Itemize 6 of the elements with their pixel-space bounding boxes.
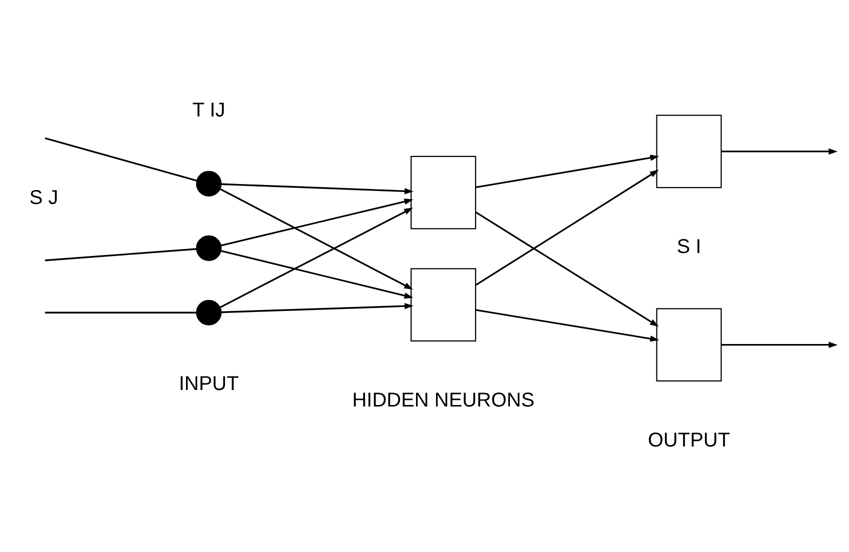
label: HIDDEN NEURONS <box>352 388 534 411</box>
label: OUTPUT <box>647 428 730 451</box>
label: T IJ <box>192 98 225 121</box>
label: INPUT <box>178 372 238 394</box>
label: S I <box>676 236 701 258</box>
label: S J <box>28 186 58 209</box>
